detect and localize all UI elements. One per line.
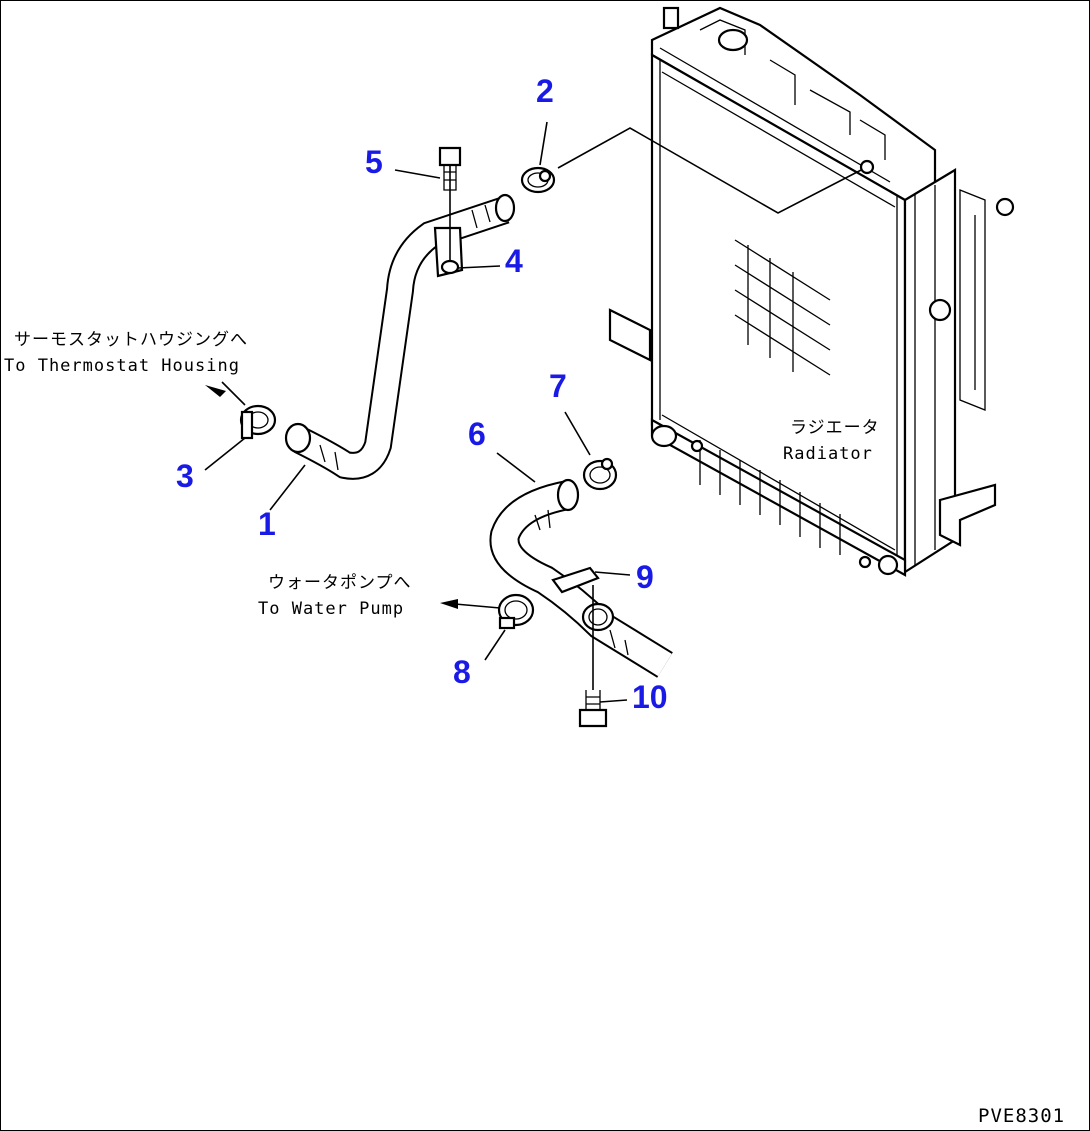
leader-lines: [204, 121, 631, 703]
callouts: 1 2 3 4 5 6 7 8 9 10: [176, 73, 668, 715]
callout-2: 2: [536, 73, 554, 109]
callout-5: 5: [365, 144, 383, 180]
callout-8: 8: [453, 654, 471, 690]
drawing-code: PVE8301: [978, 1105, 1065, 1127]
hose-clamp-8: [497, 593, 535, 630]
callout-3: 3: [176, 458, 194, 494]
hose-clamp-2: [520, 166, 556, 194]
arrow-to-water-pump-icon: [440, 599, 458, 609]
callout-9: 9: [636, 559, 654, 595]
notes: サーモスタットハウジングへ To Thermostat Housing ウォータ…: [4, 330, 880, 619]
callout-1: 1: [258, 506, 276, 542]
upper-hose: [284, 193, 516, 480]
hose-clamp-3: [239, 404, 277, 440]
hose-clamp-7: [582, 457, 618, 491]
note-radiator-jp: ラジエータ: [790, 418, 880, 438]
note-water-pump-jp: ウォータポンプへ: [268, 573, 412, 593]
arrow-to-thermostat-icon: [205, 385, 226, 397]
note-thermostat-en: To Thermostat Housing: [4, 356, 240, 376]
note-water-pump-en: To Water Pump: [258, 599, 404, 619]
hose-bracket: [433, 146, 464, 278]
callout-6: 6: [468, 416, 486, 452]
lower-hose: [489, 478, 673, 678]
callout-10: 10: [632, 679, 668, 715]
callout-7: 7: [549, 368, 567, 404]
note-radiator-en: Radiator: [783, 444, 873, 464]
lower-hose-bracket: [551, 566, 608, 728]
callout-4: 4: [505, 243, 523, 279]
note-thermostat-jp: サーモスタットハウジングへ: [14, 330, 248, 350]
radiator: [557, 6, 1015, 577]
